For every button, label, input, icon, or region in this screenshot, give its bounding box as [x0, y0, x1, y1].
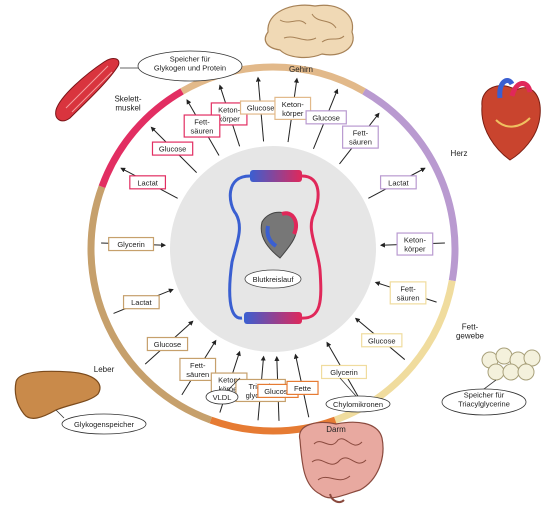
ring-segment-muscle: [98, 88, 184, 188]
metabolite-label: Lactat: [122, 295, 160, 310]
metabolite-label: Lactat: [379, 175, 417, 190]
metabolite-label: Glucose: [361, 333, 403, 348]
metabolite-text: Fette: [294, 384, 311, 393]
organ-label-skelettmuskel: Skelett-muskel: [114, 95, 141, 113]
metabolite-label: Fett-säuren: [389, 281, 427, 305]
metabolite-text: Glycerin: [330, 368, 358, 377]
intestine-icon: [299, 421, 384, 503]
metabolite-label: Lactat: [129, 175, 167, 190]
center-label-bubble: [244, 269, 302, 289]
vldl-callout: VLDL: [205, 377, 241, 405]
organ-label-fettgewebe: Fett-gewebe: [456, 323, 485, 341]
metabolite-label: Fett-säuren: [179, 357, 217, 382]
metabolite-label: Keton-körper: [274, 96, 312, 120]
metabolite-text: Lactat: [137, 178, 158, 187]
liver-storage-callout: Glykogenspeicher: [55, 409, 147, 435]
liver-icon: [14, 370, 101, 419]
ring-segment-heart: [362, 88, 459, 282]
metabolite-text: Glucose: [368, 336, 396, 345]
circulation-loop: Blutkreislauf: [228, 170, 323, 324]
metabolite-text: Lactat: [388, 178, 409, 187]
metabolite-label: Keton-körper: [396, 232, 434, 256]
metabolite-text: Fett-säuren: [186, 361, 209, 379]
metabolite-text: Glucose: [247, 104, 275, 113]
metabolite-text: Glucose: [154, 340, 182, 349]
metabolite-text: Glucose: [312, 113, 340, 122]
metabolite-label: Glucose: [146, 336, 189, 352]
heart-center-icon: [260, 211, 299, 259]
chylomicron-callout: Chylomikronen: [325, 377, 391, 413]
metabolite-text: Lactat: [131, 298, 152, 307]
organ-label-darm: Darm: [326, 425, 346, 434]
chylomicron-label: Chylomikronen: [333, 400, 383, 409]
metabolite-label: Glucose: [151, 141, 194, 156]
capillary-bed-top: [250, 170, 302, 182]
metabolite-label: Fett-säuren: [183, 114, 221, 138]
skeletal-muscle-icon: [55, 58, 120, 122]
metabolite-text: Fett-säuren: [191, 118, 214, 136]
center-label: Blutkreislauf: [253, 275, 295, 284]
metabolite-text: Glycerin: [117, 240, 145, 249]
metabolite-text: Keton-körper: [282, 100, 305, 118]
organ-label-herz: Herz: [451, 149, 468, 158]
metabolite-label: Glycerin: [321, 364, 368, 380]
ring-segment-liver: [87, 185, 212, 424]
metabolite-text: Keton-körper: [404, 236, 427, 254]
brain-icon: [264, 4, 354, 59]
capillary-bed-bottom: [244, 312, 302, 324]
metabolite-label: Glycerin: [108, 236, 155, 252]
metabolite-text: Keton-körper: [218, 105, 241, 123]
vldl-label: VLDL: [213, 393, 232, 402]
heart-organ-icon: [481, 78, 541, 161]
metabolite-text: Glucose: [264, 387, 292, 396]
metabolite-text: Fett-säuren: [397, 284, 420, 302]
metabolite-text: Fett-säuren: [349, 129, 372, 147]
organ-label-leber: Leber: [94, 365, 115, 374]
metabolite-label: Fett-säuren: [342, 125, 379, 149]
metabolite-text: Glucose: [159, 145, 187, 154]
fat-tissue-icon: [481, 347, 541, 381]
organ-label-gehirn: Gehirn: [289, 65, 313, 74]
metabolite-label: Fette: [286, 380, 319, 395]
metabolite-label: Glucose: [305, 110, 347, 125]
liver-storage-label: Glykogenspeicher: [74, 420, 135, 429]
